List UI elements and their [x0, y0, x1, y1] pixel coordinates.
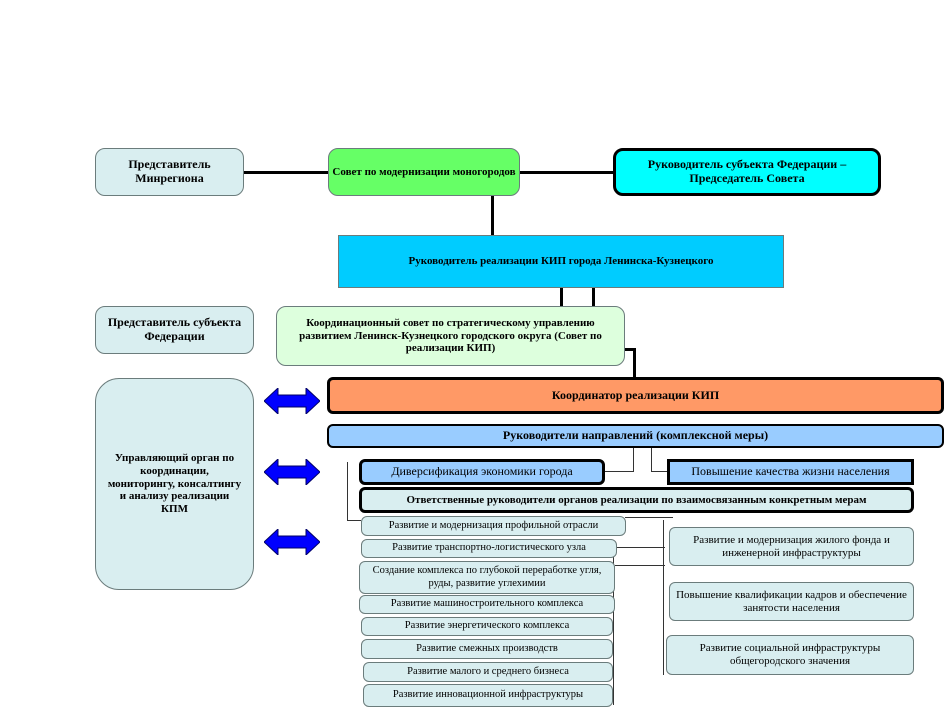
modernization-council-box: Совет по модернизации моногородов [328, 148, 520, 196]
direction-heads-box: Руководители направлений (комплексной ме… [327, 424, 944, 448]
double-arrow-icon-2 [264, 459, 320, 485]
connector-diversification-h [604, 471, 634, 472]
measure-box: Развитие машиностроительного комплекса [359, 595, 615, 614]
connector-minregion-council [243, 171, 329, 174]
coord-council-box: Координационный совет по стратегическому… [276, 306, 625, 366]
measure-label: Развитие смежных производств [416, 642, 558, 654]
connector-left-bracket-h [347, 520, 361, 521]
connector-measure-2-right [615, 547, 665, 548]
measure-box: Развитие транспортно-логистического узла [361, 539, 617, 558]
direction-heads-label: Руководители направлений (комплексной ме… [502, 428, 769, 443]
measure-box: Развитие энергетического комплекса [361, 617, 613, 636]
double-arrow-icon-3 [264, 529, 320, 555]
federation-head-label: Руководитель субъекта Федерации – Предсе… [647, 157, 847, 185]
connector-measure-3-right [615, 565, 665, 566]
quality-of-life-label: Повышение качества жизни населения [691, 464, 890, 479]
connector-coord-v [633, 348, 636, 378]
measure-label: Развитие инновационной инфраструктуры [392, 689, 584, 701]
connector-left-col-v [613, 540, 614, 705]
coord-council-label: Координационный совет по стратегическому… [299, 317, 602, 355]
connector-kip-coord-2 [592, 287, 595, 307]
connector-quality-v [651, 447, 652, 472]
quality-of-life-box: Повышение качества жизни населения [667, 459, 914, 485]
connector-kip-coord-1 [560, 287, 563, 307]
responsible-heads-label: Ответственные руководители органов реали… [406, 493, 867, 506]
measure-box: Развитие смежных производств [361, 639, 613, 659]
kip-head-label: Руководитель реализации КИП города Ленин… [408, 255, 714, 268]
measure-box: Развитие малого и среднего бизнеса [363, 662, 613, 682]
connector-measure-1-right [625, 517, 673, 518]
measure-box: Развитие инновационной инфраструктуры [363, 684, 613, 707]
measure-label: Развитие малого и среднего бизнеса [407, 665, 569, 677]
management-body-box: Управляющий орган по координации, монито… [95, 378, 254, 590]
modernization-council-label: Совет по модернизации моногородов [332, 165, 516, 178]
right-measure-box: Повышение квалификации кадров и обеспече… [669, 582, 914, 621]
measure-label: Развитие транспортно-логистического узла [392, 542, 586, 554]
diversification-box: Диверсификация экономики города [359, 459, 605, 485]
measure-box: Создание комплекса по глубокой переработ… [359, 561, 615, 594]
diversification-label: Диверсификация экономики города [391, 464, 573, 479]
measure-label: Развитие машиностроительного комплекса [390, 598, 584, 610]
connector-council-head [518, 171, 614, 174]
connector-diversification-v [633, 447, 634, 472]
kip-coordinator-label: Координатор реализации КИП [551, 387, 720, 402]
double-arrow-icon-1 [264, 388, 320, 414]
right-measure-box: Развитие социальной инфраструктуры общег… [666, 635, 914, 675]
right-measure-label: Развитие и модернизация жилого фонда и и… [693, 533, 890, 559]
connector-left-bracket-v [347, 462, 348, 520]
connector-quality-h [651, 471, 668, 472]
connector-coord-h [624, 348, 636, 351]
connector-council-kip [491, 196, 494, 236]
federation-head-box: Руководитель субъекта Федерации – Предсе… [613, 148, 881, 196]
measure-label: Развитие энергетического комплекса [404, 620, 570, 632]
measure-label: Создание комплекса по глубокой переработ… [372, 565, 602, 589]
measure-box: Развитие и модернизация профильной отрас… [361, 516, 626, 536]
federation-rep-label: Представитель субъекта Федерации [107, 315, 242, 343]
responsible-heads-box: Ответственные руководители органов реали… [359, 487, 914, 513]
kip-coordinator-box: Координатор реализации КИП [327, 377, 944, 414]
federation-rep-box: Представитель субъекта Федерации [95, 306, 254, 354]
kip-head-box: Руководитель реализации КИП города Ленин… [338, 235, 784, 288]
connector-right-col-v [663, 520, 664, 675]
right-measure-label: Развитие социальной инфраструктуры общег… [699, 642, 881, 667]
minregion-rep-box: Представитель Минрегиона [95, 148, 244, 196]
minregion-rep-label: Представитель Минрегиона [128, 157, 211, 185]
right-measure-label: Повышение квалификации кадров и обеспече… [676, 588, 907, 614]
right-measure-box: Развитие и модернизация жилого фонда и и… [669, 527, 914, 566]
measure-label: Развитие и модернизация профильной отрас… [388, 519, 599, 531]
management-body-label: Управляющий орган по координации, монито… [107, 452, 242, 515]
